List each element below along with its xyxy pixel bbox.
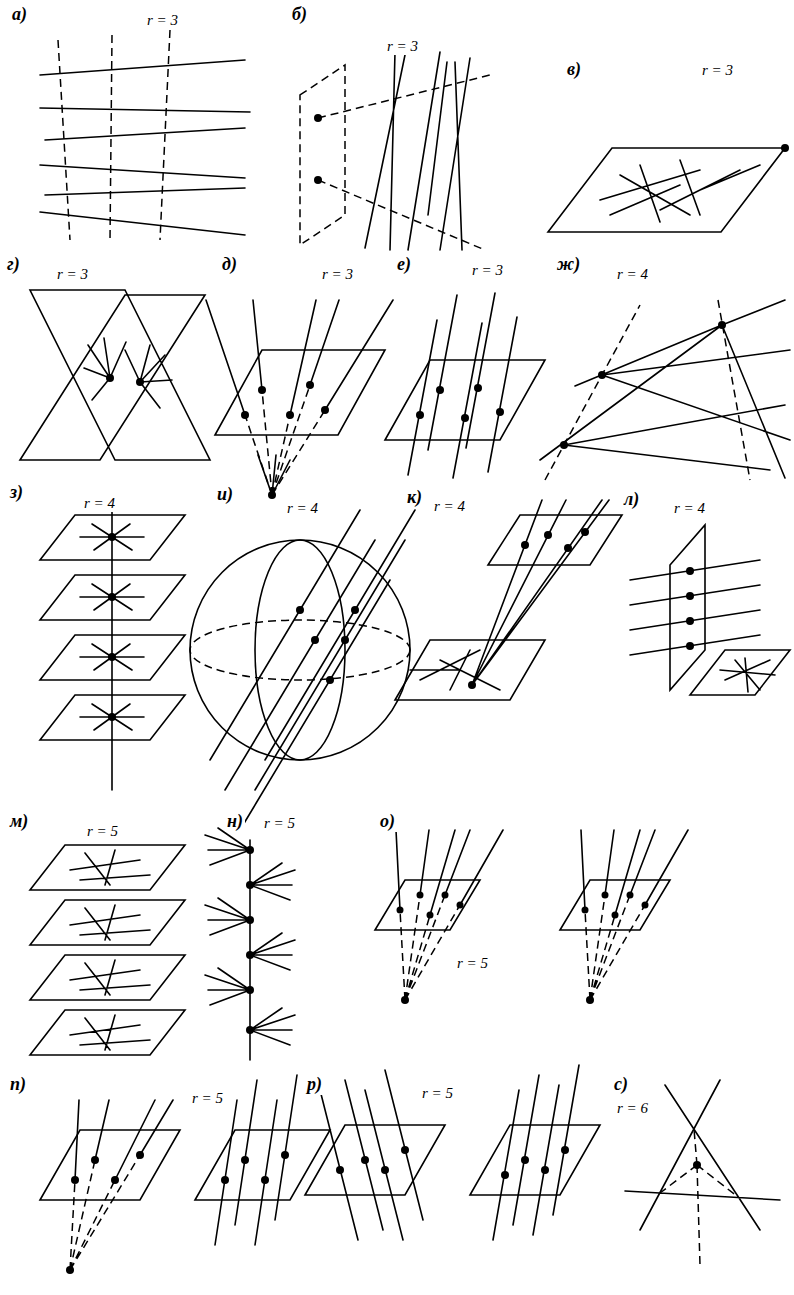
rank-label: r = 5	[455, 955, 490, 972]
panel-letter: м)	[8, 812, 30, 832]
panel-letter: р)	[305, 1075, 324, 1095]
rank-label: r = 5	[85, 823, 120, 840]
rank-label: r = 3	[320, 266, 355, 283]
panel-letter: а)	[10, 5, 29, 25]
panel-letter: с)	[612, 1075, 630, 1095]
panel-letter: п)	[8, 1075, 28, 1095]
rank-label: r = 4	[432, 498, 467, 515]
panel-letter: н)	[225, 812, 245, 832]
panel-letter: к)	[405, 488, 424, 508]
rank-label: r = 4	[615, 266, 650, 283]
rank-label: r = 5	[190, 1090, 225, 1107]
rank-label: r = 5	[262, 815, 297, 832]
rank-label: r = 5	[420, 1085, 455, 1102]
rank-label: r = 3	[145, 12, 180, 29]
panel-letter: ж)	[555, 255, 582, 275]
rank-label: r = 4	[82, 495, 117, 512]
panel-letter: е)	[395, 255, 413, 275]
panel-letter: и)	[215, 485, 235, 505]
panel-letter: л)	[622, 490, 641, 510]
rank-label: r = 6	[615, 1100, 650, 1117]
rank-label: r = 3	[700, 62, 735, 79]
rank-label: r = 3	[470, 262, 505, 279]
rank-label: r = 4	[672, 500, 707, 517]
panel-letter: д)	[220, 255, 239, 275]
panel-letter: в)	[565, 60, 583, 80]
panel-letter: з)	[8, 483, 25, 503]
panel-letter: о)	[378, 812, 397, 832]
panel-letter: г)	[5, 255, 22, 275]
rank-label: r = 3	[55, 266, 90, 283]
panel-letter: б)	[290, 5, 309, 25]
rank-label: r = 4	[285, 500, 320, 517]
rank-label: r = 3	[385, 38, 420, 55]
